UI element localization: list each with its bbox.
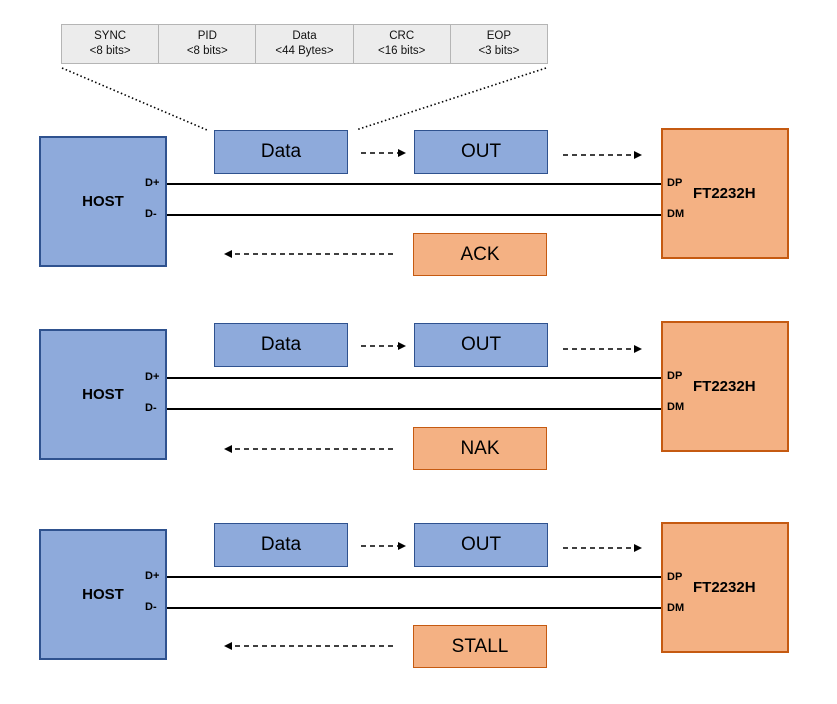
field-name: PID <box>197 30 217 42</box>
device-label: FT2232H <box>693 579 756 596</box>
field-size: <3 bits> <box>478 45 520 57</box>
packet-field-pid: PID <8 bits> <box>159 25 257 63</box>
packet-field-sync: SYNC <8 bits> <box>62 25 160 63</box>
field-name: SYNC <box>94 30 127 42</box>
packet-field-eop: EOP <3 bits> <box>451 25 547 63</box>
field-size: <44 Bytes> <box>275 45 334 57</box>
dm-label: DM <box>667 401 685 413</box>
dm-label: DM <box>667 602 685 614</box>
host-box: HOST <box>39 136 167 267</box>
zoom-line-right <box>355 67 547 131</box>
dm-label: DM <box>667 208 685 220</box>
device-label: FT2232H <box>693 185 756 202</box>
field-size: <8 bits> <box>186 45 228 57</box>
data-packet-label: Data <box>260 141 302 162</box>
response-label: STALL <box>451 635 509 657</box>
host-box: HOST <box>39 329 167 460</box>
dplus-label: D+ <box>145 570 160 582</box>
device-label: FT2232H <box>693 378 756 395</box>
dminus-label: D- <box>145 601 157 613</box>
field-size: <16 bits> <box>378 45 426 57</box>
field-name: CRC <box>389 30 415 42</box>
dp-label: DP <box>667 370 683 382</box>
data-packet-label: Data <box>260 334 302 355</box>
data-packet: Data <box>214 523 348 567</box>
dminus-wire <box>164 607 662 609</box>
out-token: OUT <box>414 523 548 567</box>
dplus-wire <box>164 377 662 379</box>
out-token-label: OUT <box>460 534 502 555</box>
dp-label: DP <box>667 571 683 583</box>
field-name: Data <box>292 30 317 42</box>
out-token-label: OUT <box>460 141 502 162</box>
dminus-wire <box>164 214 662 216</box>
out-token-label: OUT <box>460 334 502 355</box>
packet-field-crc: CRC <16 bits> <box>354 25 451 63</box>
dplus-label: D+ <box>145 371 160 383</box>
host-label: HOST <box>82 386 124 403</box>
host-box: HOST <box>39 529 167 660</box>
packet-field-data: Data <44 Bytes> <box>256 25 354 63</box>
device-box: DP FT2232H DM <box>661 128 789 259</box>
dplus-wire <box>164 576 662 578</box>
response-label: ACK <box>460 243 500 265</box>
response-packet: ACK <box>413 233 547 276</box>
dminus-label: D- <box>145 208 157 220</box>
dminus-label: D- <box>145 402 157 414</box>
device-box: DP FT2232H DM <box>661 321 789 452</box>
field-name: EOP <box>486 30 512 42</box>
device-box: DP FT2232H DM <box>661 522 789 653</box>
host-label: HOST <box>82 586 124 603</box>
out-token: OUT <box>414 130 548 174</box>
dplus-label: D+ <box>145 177 160 189</box>
zoom-line-left <box>61 67 208 131</box>
host-label: HOST <box>82 193 124 210</box>
response-packet: NAK <box>413 427 547 470</box>
data-packet: Data <box>214 323 348 367</box>
out-token: OUT <box>414 323 548 367</box>
data-packet: Data <box>214 130 348 174</box>
field-size: <8 bits> <box>89 45 131 57</box>
dplus-wire <box>164 183 662 185</box>
data-packet-label: Data <box>260 534 302 555</box>
dp-label: DP <box>667 177 683 189</box>
dminus-wire <box>164 408 662 410</box>
packet-format-table: SYNC <8 bits> PID <8 bits> Data <44 Byte… <box>61 24 548 64</box>
response-packet: STALL <box>413 625 547 668</box>
response-label: NAK <box>460 437 500 459</box>
